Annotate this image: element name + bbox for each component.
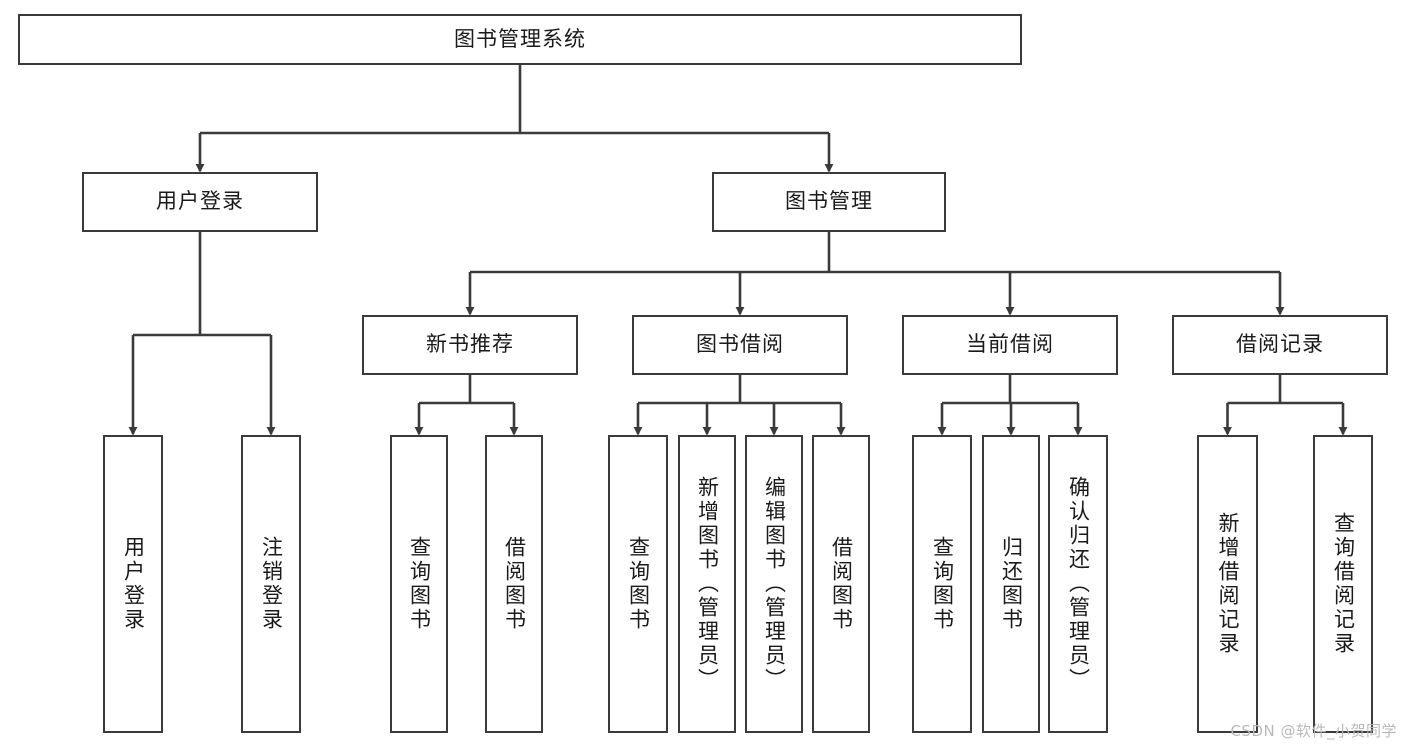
node-label: 用户登录 <box>121 536 146 632</box>
node-label: 确认归还（管理员） <box>1066 476 1091 692</box>
node-label: 新书推荐 <box>426 332 514 357</box>
node-label: 查询借阅记录 <box>1331 512 1356 656</box>
node-label: 借阅图书 <box>502 536 527 632</box>
node-book-management[interactable]: 图书管理 <box>712 172 946 232</box>
node-label: 查询图书 <box>626 536 651 632</box>
leaf-return-book[interactable]: 归还图书 <box>982 435 1040 733</box>
leaf-borrow-book-borrowing[interactable]: 借阅图书 <box>812 435 870 733</box>
leaf-logout[interactable]: 注销登录 <box>241 435 301 733</box>
leaf-query-borrowing-record[interactable]: 查询借阅记录 <box>1313 435 1373 733</box>
leaf-add-book-admin[interactable]: 新增图书（管理员） <box>678 435 736 733</box>
node-new-book-recommendation[interactable]: 新书推荐 <box>362 315 578 375</box>
node-user-login[interactable]: 用户登录 <box>82 172 318 232</box>
node-label: 查询图书 <box>407 536 432 632</box>
node-label: 当前借阅 <box>966 332 1054 357</box>
node-label: 图书管理 <box>785 189 873 214</box>
node-label: 借阅记录 <box>1236 332 1324 357</box>
leaf-user-login[interactable]: 用户登录 <box>103 435 163 733</box>
node-label: 归还图书 <box>999 536 1024 632</box>
node-label: 图书管理系统 <box>454 26 586 51</box>
node-root[interactable]: 图书管理系统 <box>18 14 1022 65</box>
node-label: 编辑图书（管理员） <box>762 476 787 692</box>
leaf-confirm-return-admin[interactable]: 确认归还（管理员） <box>1048 435 1108 733</box>
node-label: 图书借阅 <box>696 332 784 357</box>
node-label: 新增图书（管理员） <box>695 476 720 692</box>
node-borrowing-records[interactable]: 借阅记录 <box>1172 315 1388 375</box>
node-label: 新增借阅记录 <box>1216 512 1240 656</box>
node-label: 注销登录 <box>259 536 284 632</box>
node-current-borrowing[interactable]: 当前借阅 <box>902 315 1118 375</box>
node-label: 用户登录 <box>156 189 244 214</box>
node-label: 借阅图书 <box>829 536 854 632</box>
leaf-query-book-borrowing[interactable]: 查询图书 <box>608 435 668 733</box>
node-label: 查询图书 <box>930 536 955 632</box>
leaf-borrow-book-recommend[interactable]: 借阅图书 <box>485 435 543 733</box>
leaf-add-borrowing-record[interactable]: 新增借阅记录 <box>1197 435 1258 733</box>
leaf-edit-book-admin[interactable]: 编辑图书（管理员） <box>745 435 803 733</box>
leaf-query-book-current[interactable]: 查询图书 <box>912 435 972 733</box>
node-book-borrowing[interactable]: 图书借阅 <box>632 315 848 375</box>
leaf-query-book-recommend[interactable]: 查询图书 <box>390 435 448 733</box>
